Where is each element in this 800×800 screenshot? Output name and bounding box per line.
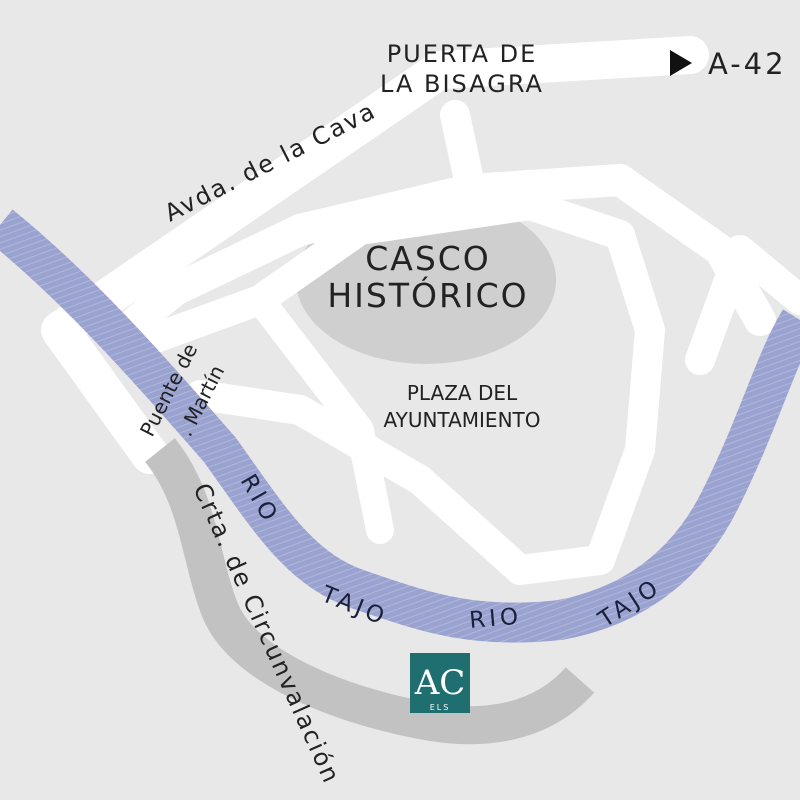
road-inner-ring xyxy=(135,190,665,585)
road-inner-south xyxy=(246,286,394,544)
road-east xyxy=(685,235,800,375)
road-network xyxy=(41,36,800,585)
label-plaza-2: AYUNTAMIENTO xyxy=(383,408,540,432)
label-rio-2: RIO xyxy=(468,603,523,634)
river-tajo xyxy=(0,209,800,643)
label-plaza-1: PLAZA DEL xyxy=(407,381,518,405)
triangle-right-icon xyxy=(670,50,692,76)
ac-hotels-logo[interactable]: AC ELS xyxy=(410,653,470,713)
road-outer-ring xyxy=(104,164,776,351)
logo-subtext: ELS xyxy=(430,703,451,712)
label-casco-1: CASCO xyxy=(365,239,491,278)
label-puerta-bisagra-2: LA BISAGRA xyxy=(380,70,544,98)
road-avda-cava xyxy=(41,36,709,474)
road-circunvalacion xyxy=(144,438,595,745)
logo-text: AC xyxy=(414,663,466,703)
label-puerta-bisagra-1: PUERTA DE xyxy=(387,40,538,68)
label-casco-2: HISTÓRICO xyxy=(327,275,528,315)
a42-direction: A-42 xyxy=(670,47,787,81)
logo-background xyxy=(410,653,470,713)
label-a42: A-42 xyxy=(708,47,787,81)
road-connector-north xyxy=(440,100,485,200)
